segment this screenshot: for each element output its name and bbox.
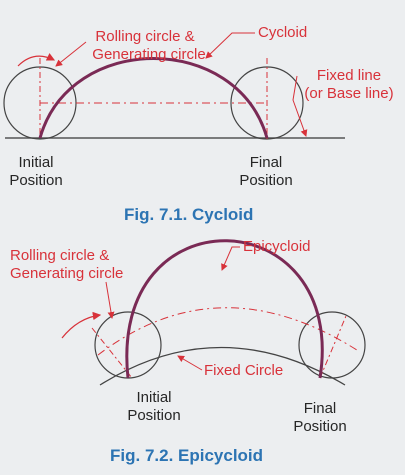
- epi-leader-fixed-circle: [177, 355, 203, 371]
- fig1-label-base-line: (or Base line): [304, 85, 394, 102]
- cycloid-figure: [3, 32, 345, 140]
- rotation-arrow: [17, 53, 56, 67]
- fig1-label-rolling-circle: Rolling circle &: [95, 28, 195, 45]
- epi-rolling-circle-initial: [94, 311, 162, 379]
- radial-line-final: [319, 315, 347, 379]
- fig2-label-initial-position: Position: [127, 407, 181, 424]
- leader-rolling-circle: [55, 41, 87, 67]
- fig2-label-rolling-circle: Rolling circle &: [10, 247, 110, 264]
- centre-path-arc: [97, 307, 361, 356]
- fig1-label-initial-position: Position: [9, 172, 63, 189]
- fig2-label-fixed-circle: Fixed Circle: [204, 362, 284, 379]
- leader-fixed-line: [292, 75, 308, 137]
- fig2-caption: Fig. 7.2. Epicycloid: [110, 446, 264, 465]
- fig1-label-fixed-line: Fixed line: [316, 67, 382, 84]
- fig2-label-generating-circle: Generating circle: [10, 265, 124, 282]
- epi-rolling-circle-final: [298, 311, 366, 379]
- leader-cycloid: [205, 32, 255, 59]
- fixed-circle-arc: [99, 346, 346, 386]
- fig2-label-final-position: Position: [293, 418, 347, 435]
- fig1-label-generating-circle: Generating circle: [92, 46, 206, 63]
- epicycloid-figure: [61, 239, 366, 386]
- epicycloid-curve: [125, 239, 324, 379]
- fig1-label-initial: Initial: [18, 154, 54, 171]
- epi-rotation-arrow: [61, 311, 102, 339]
- fig1-label-final: Final: [249, 154, 283, 171]
- cycloid-curve: [38, 57, 269, 139]
- fig2-label-epicycloid: Epicycloid: [243, 238, 311, 255]
- fig1-label-final-position: Position: [239, 172, 293, 189]
- fig2-label-final: Final: [303, 400, 337, 417]
- fig2-label-initial: Initial: [136, 389, 172, 406]
- epi-leader-epicycloid: [221, 246, 240, 271]
- fig1-caption: Fig. 7.1. Cycloid: [124, 205, 254, 224]
- epi-leader-rolling-circle: [105, 281, 115, 319]
- radial-line-initial: [91, 327, 133, 379]
- fig1-label-cycloid: Cycloid: [258, 24, 308, 41]
